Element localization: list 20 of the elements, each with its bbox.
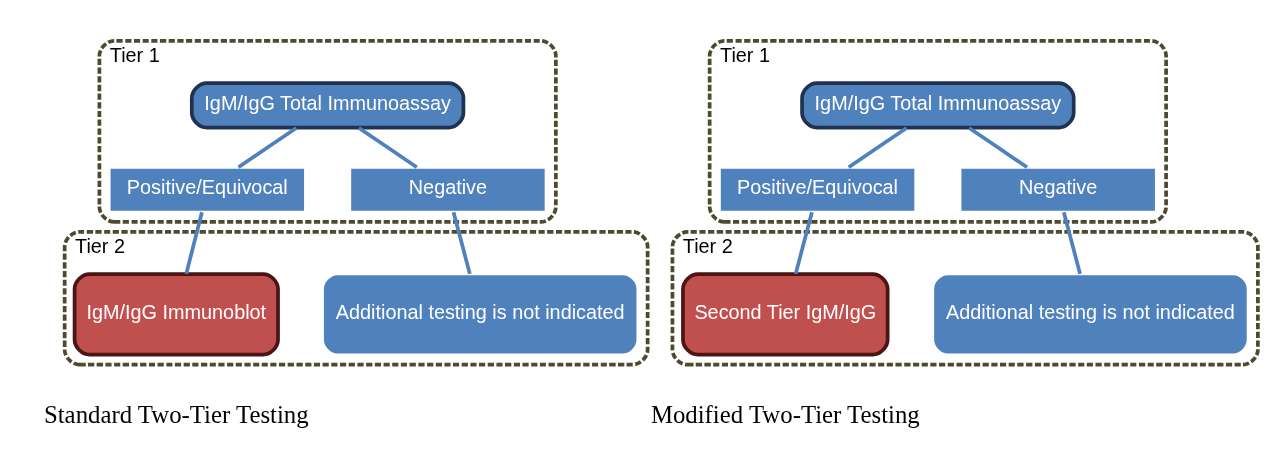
connector <box>793 211 814 274</box>
connector <box>357 125 418 169</box>
connector <box>184 211 204 274</box>
node-box: Positive/Equivocal <box>718 165 917 213</box>
node-box: Negative <box>958 165 1158 213</box>
node-box: IgM/IgG Total Immunoassay <box>800 80 1076 130</box>
connector <box>1062 211 1082 274</box>
node-box: IgM/IgG Total Immunoassay <box>189 80 466 130</box>
connector <box>847 125 908 169</box>
connector <box>237 125 298 169</box>
node-box: Additional testing is not indicated <box>321 272 639 356</box>
node-box: Positive/Equivocal <box>108 165 307 213</box>
label: Standard Two-Tier Testing <box>43 400 309 428</box>
node-box: Negative <box>348 165 548 213</box>
node-box: Additional testing is not indicated <box>931 272 1250 356</box>
label: Modified Two-Tier Testing <box>650 400 920 428</box>
connector <box>968 125 1029 169</box>
node-box: Second Tier IgM/IgG <box>681 271 890 357</box>
node-box: IgM/IgG Immunoblot <box>72 271 280 357</box>
connector <box>451 211 472 274</box>
